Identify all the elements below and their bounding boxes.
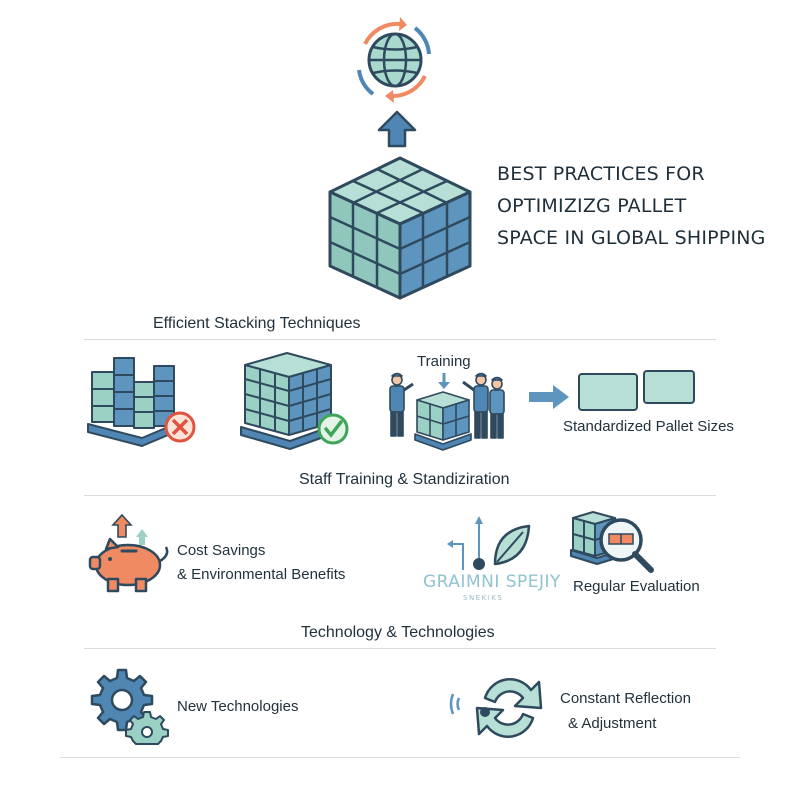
piggy-bank-icon	[88, 513, 169, 593]
growth-caption: GRAIMNI SPEJIY	[423, 572, 561, 592]
workers-icon	[389, 372, 505, 451]
gear-icon	[90, 668, 169, 745]
section-heading-technology: Technology & Technologies	[301, 624, 495, 641]
right-arrow-icon	[529, 385, 569, 409]
cycle-icon	[449, 678, 543, 738]
title-line-1: BEST PRACTICES FOR	[497, 163, 705, 185]
even-stack-icon	[240, 352, 349, 450]
cost-savings-label: Cost Savings	[177, 542, 266, 559]
regular-evaluation-label: Regular Evaluation	[573, 578, 700, 595]
title-line-3: SPACE IN GLOBAL SHIPPING	[497, 227, 766, 249]
magnifier-pallet-icon	[570, 511, 654, 573]
adjustment-label: & Adjustment	[568, 715, 657, 732]
globe-icon	[357, 17, 431, 103]
growth-leaf-icon	[447, 516, 531, 570]
divider	[84, 648, 716, 649]
standardized-pallet-sizes-label: Standardized Pallet Sizes	[563, 418, 734, 435]
training-label: Training	[417, 353, 471, 370]
divider	[84, 495, 716, 496]
title-line-2: OPTIMIZIZG PALLET	[497, 195, 687, 217]
new-technologies-label: New Technologies	[177, 698, 299, 715]
down-arrow-icon	[438, 373, 450, 389]
growth-subcaption: SNEKIKS	[463, 594, 504, 602]
section-heading-stacking: Efficient Stacking Techniques	[153, 315, 361, 332]
pallet-size-small	[643, 370, 695, 404]
pallet-size-large	[578, 373, 638, 411]
divider	[60, 757, 740, 758]
divider	[84, 339, 716, 340]
constant-reflection-label: Constant Reflection	[560, 690, 691, 707]
uneven-stack-icon	[87, 357, 196, 447]
section-heading-training: Staff Training & Standiziration	[299, 471, 510, 488]
environmental-benefits-label: & Environmental Benefits	[177, 566, 346, 583]
up-arrow-icon	[377, 110, 417, 148]
page-title: BEST PRACTICES FOR OPTIMIZIZG PALLET SPA…	[497, 158, 787, 254]
cargo-cube-icon	[328, 156, 472, 300]
